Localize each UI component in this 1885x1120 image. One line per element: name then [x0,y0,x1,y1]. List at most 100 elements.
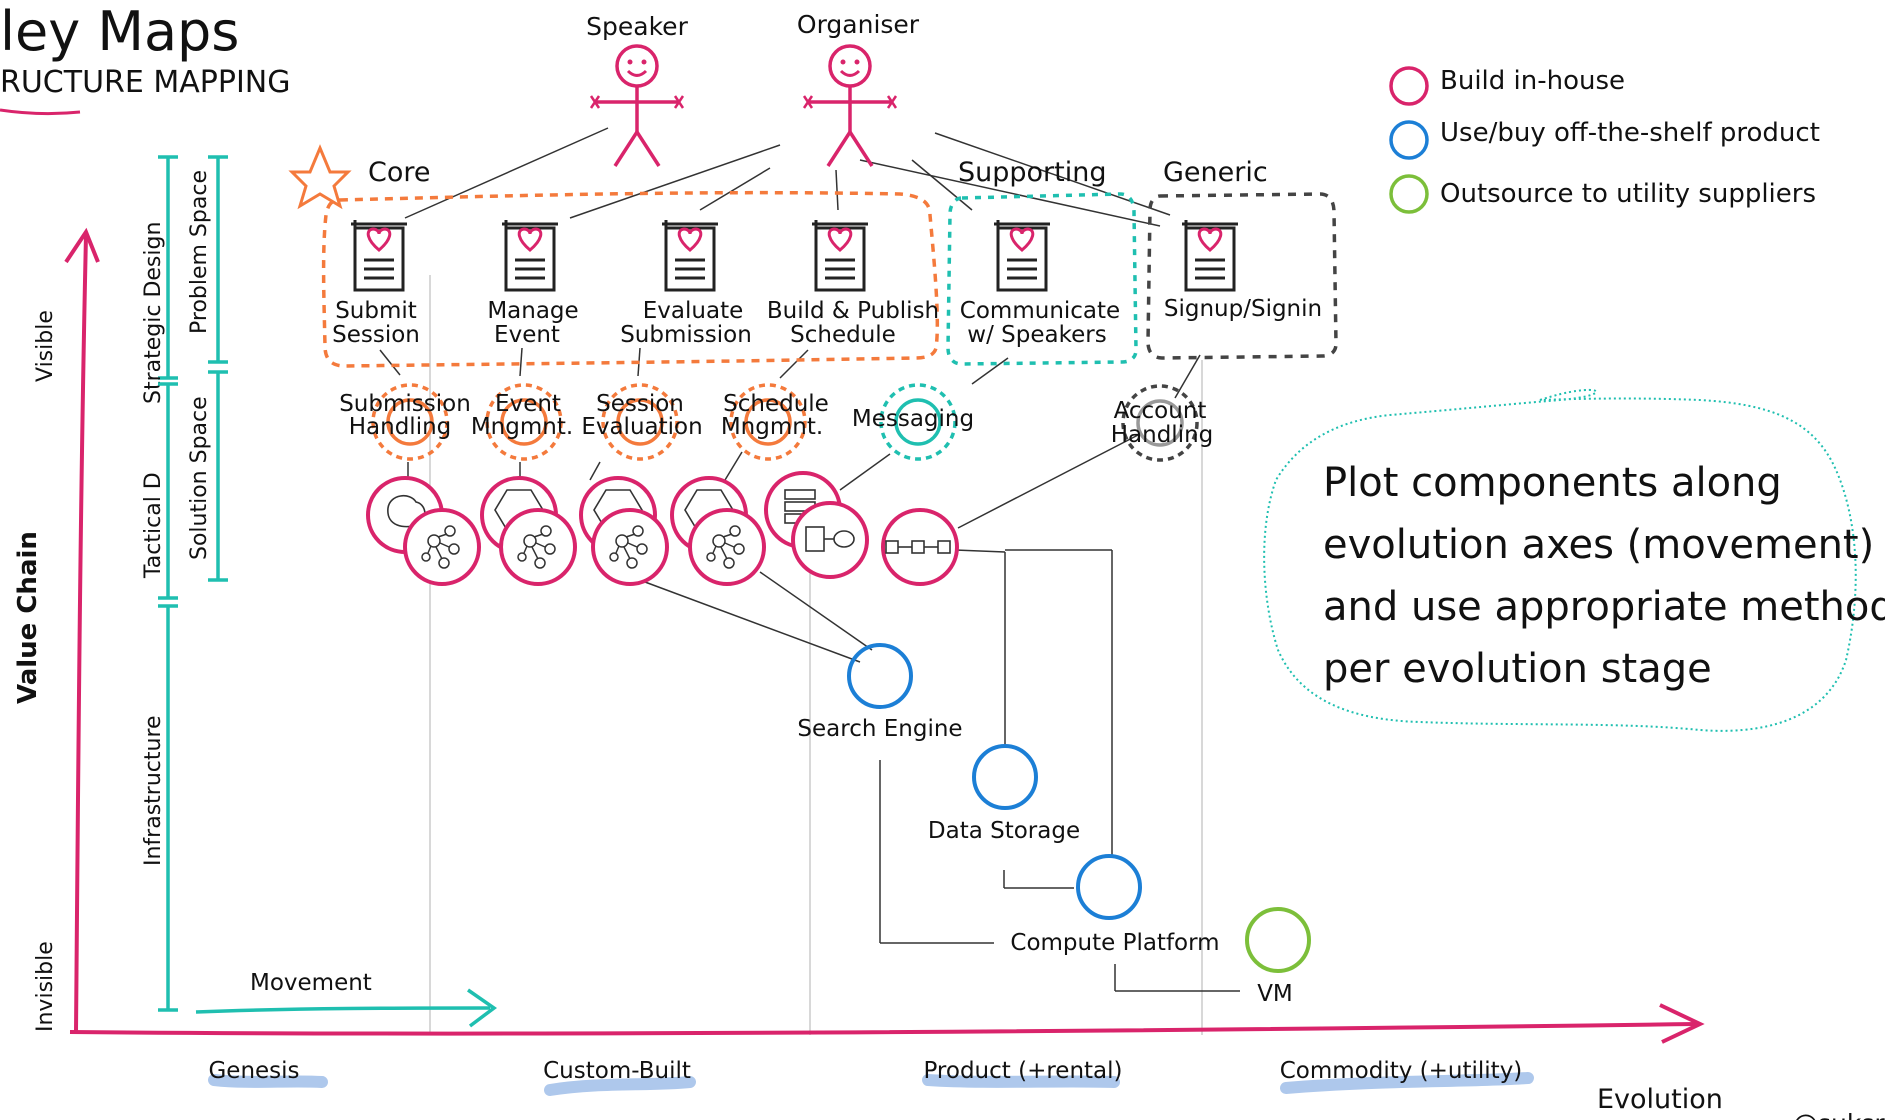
capability-session-evaluation: Session Evaluation [581,383,703,461]
svg-text:Signup/Signin: Signup/Signin [1164,296,1322,322]
need-build-publish-schedule: Build & Publish Schedule [767,218,939,348]
svg-text:Manage: Manage [487,298,578,324]
capability-event-mngmnt: Event Mngmnt. [471,383,573,461]
build-component-submission [366,476,481,586]
problem-space-label: Problem Space [187,170,212,334]
svg-text:Event: Event [495,391,561,417]
blue-circle-icon [1076,854,1142,920]
svg-text:VM: VM [1257,981,1293,1007]
actor-organiser: Organiser [797,10,920,168]
svg-text:Commodity (+utility): Commodity (+utility) [1280,1058,1523,1084]
legend-item-utility: Outsource to utility suppliers [1389,174,1816,214]
capability-messaging: Messaging [852,383,974,461]
movement-label: Movement [250,970,372,996]
need-evaluate-submission: Evaluate Submission [620,218,752,348]
stage-genesis: Genesis [208,1058,328,1088]
svg-text:Compute Platform: Compute Platform [1010,930,1219,956]
svg-text:Submission: Submission [339,391,471,417]
build-component-messaging [764,471,959,586]
core-domain-label: Core [368,157,431,188]
problem-space-bracket [208,155,228,364]
svg-text:Mngmnt.: Mngmnt. [721,414,823,440]
stage-commodity: Commodity (+utility) [1280,1058,1534,1094]
blue-circle-icon [1389,120,1429,160]
build-component-schedule [670,476,766,586]
svg-text:Build in-house: Build in-house [1440,66,1625,96]
svg-text:Handling: Handling [349,414,452,440]
generic-domain-region [1146,192,1338,360]
svg-text:Build & Publish: Build & Publish [767,298,939,324]
svg-text:Genesis: Genesis [208,1058,299,1084]
svg-text:Plot components along: Plot components along [1323,460,1782,506]
need-manage-event: Manage Event [487,218,579,348]
svg-text:Evaluation: Evaluation [581,414,702,440]
solution-space-bracket [208,370,228,582]
component-search-engine: Search Engine [797,643,963,742]
strategic-design-label: Strategic Design [141,222,166,404]
need-communicate-speakers: Communicate w/ Speakers [960,218,1120,348]
svg-text:Messaging: Messaging [852,406,974,432]
page-title: ley Maps [0,0,239,63]
value-chain-arrowhead [64,227,100,264]
title-underline [0,108,81,116]
supporting-domain-region [946,192,1138,366]
svg-text:Handling: Handling [1111,422,1214,448]
svg-text:Product (+rental): Product (+rental) [923,1058,1122,1084]
speaker-figure-icon [589,44,685,168]
svg-text:evolution axes (movement): evolution axes (movement) [1323,522,1874,568]
credit-label: @suksr [1793,1109,1885,1120]
svg-text:Custom-Built: Custom-Built [543,1058,691,1084]
actor-speaker: Speaker [586,12,689,168]
svg-text:w/ Speakers: w/ Speakers [967,322,1106,348]
stage-product: Product (+rental) [922,1058,1123,1088]
component-compute-platform: Compute Platform [1010,854,1220,956]
page-subtitle: RUCTURE MAPPING [0,65,291,100]
svg-text:Session: Session [596,391,684,417]
svg-text:Schedule: Schedule [790,322,896,348]
value-chain-label: Value Chain [13,531,43,704]
svg-text:per evolution stage: per evolution stage [1323,646,1712,692]
svg-text:Outsource to utility suppliers: Outsource to utility suppliers [1440,179,1816,209]
legend-item-buy: Use/buy off-the-shelf product [1389,118,1820,160]
document-heart-icon [500,218,560,292]
svg-text:Mngmnt.: Mngmnt. [471,414,573,440]
organiser-figure-icon [802,44,898,168]
core-domain-region [321,190,940,368]
stage-custom-built: Custom-Built [543,1058,696,1096]
legend: Build in-house Use/buy off-the-shelf pro… [1389,66,1820,214]
invisible-label: Invisible [33,941,58,1032]
note-cloud: Plot components along evolution axes (mo… [1263,388,1885,732]
svg-text:Submission: Submission [620,322,752,348]
svg-text:Search Engine: Search Engine [797,716,962,742]
evolution-label: Evolution [1597,1084,1723,1115]
svg-text:Event: Event [494,322,560,348]
core-star-icon [288,144,352,210]
svg-text:Schedule: Schedule [723,391,829,417]
build-component-event [480,476,577,586]
generic-domain-label: Generic [1163,157,1268,188]
document-heart-icon [992,218,1052,292]
green-circle-icon [1245,907,1311,973]
green-circle-icon [1389,174,1429,214]
document-heart-icon [1180,218,1240,292]
tactical-design-label: Tactical D [141,472,166,579]
evolution-axis [69,1022,1698,1036]
pink-circle-icon [1389,66,1429,106]
build-component-evaluation [579,476,669,586]
svg-text:Submit: Submit [335,298,417,324]
tactical-design-bracket [158,382,178,600]
legend-item-build: Build in-house [1389,66,1625,106]
visible-label: Visible [33,310,58,382]
supporting-domain-label: Supporting [958,157,1107,188]
infrastructure-bracket [158,604,178,1012]
infrastructure-label: Infrastructure [141,715,166,866]
svg-text:Communicate: Communicate [960,298,1120,324]
solution-space-label: Solution Space [187,396,212,560]
svg-text:Use/buy off-the-shelf product: Use/buy off-the-shelf product [1440,118,1820,148]
value-chain-axis [74,234,88,1033]
document-heart-icon [660,218,720,292]
movement-arrowhead [467,988,497,1028]
svg-text:Data Storage: Data Storage [928,818,1080,844]
evolution-arrowhead [1659,1003,1705,1044]
document-heart-icon [810,218,870,292]
